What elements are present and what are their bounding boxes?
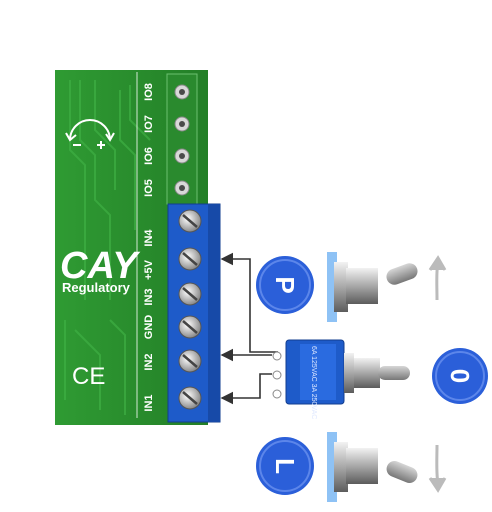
terminal-label-io7: IO7 (143, 115, 155, 133)
screw-slot (182, 320, 198, 334)
toggle-switch-top (327, 252, 418, 322)
terminal-label-5v: +5V (143, 259, 155, 280)
screw-slot (182, 354, 198, 368)
badge-p: P (256, 256, 314, 314)
wire-in4 (220, 252, 278, 353)
arrow-down-icon (428, 444, 447, 493)
badge-l: L (256, 437, 314, 495)
toggle-switch-main: 6A 125VAC 3A 250VAC (272, 339, 410, 419)
toggle-switch-bottom (327, 432, 418, 502)
wire-in1 (220, 373, 272, 405)
brand-logo: CAY (60, 245, 141, 287)
terminal-label-in4: IN4 (143, 229, 155, 247)
terminal-label-in1: IN1 (143, 394, 155, 411)
adjust-dial-icon (65, 119, 115, 149)
terminal-label-io6: IO6 (143, 147, 155, 165)
arrow-up-icon (428, 255, 447, 301)
badge-p-letter: P (270, 276, 300, 293)
screw-slot (182, 214, 198, 228)
switch-rating: 6A 125VAC 3A 250VAC (310, 346, 317, 419)
terminal-label-io8: IO8 (143, 83, 155, 101)
io-header (166, 73, 198, 205)
screw-slot (182, 391, 198, 405)
terminal-label-in2: IN2 (143, 353, 155, 370)
terminal-label-gnd: GND (143, 315, 155, 340)
terminal-labels: IN1 IN2 GND IN3 +5V IN4 IO5 IO6 IO7 IO8 (143, 83, 155, 411)
badge-l-letter: L (270, 458, 300, 474)
badge-0-letter: 0 (445, 369, 475, 383)
badge-0: 0 (432, 348, 488, 404)
wiring (220, 252, 278, 405)
brand-name: Regulatory (62, 280, 131, 295)
screw-slot (182, 287, 198, 301)
terminal-label-in3: IN3 (143, 288, 155, 305)
ce-mark: CE (72, 363, 105, 390)
terminal-block (167, 203, 221, 423)
terminal-label-io5: IO5 (143, 179, 155, 197)
screw-slot (182, 252, 198, 266)
